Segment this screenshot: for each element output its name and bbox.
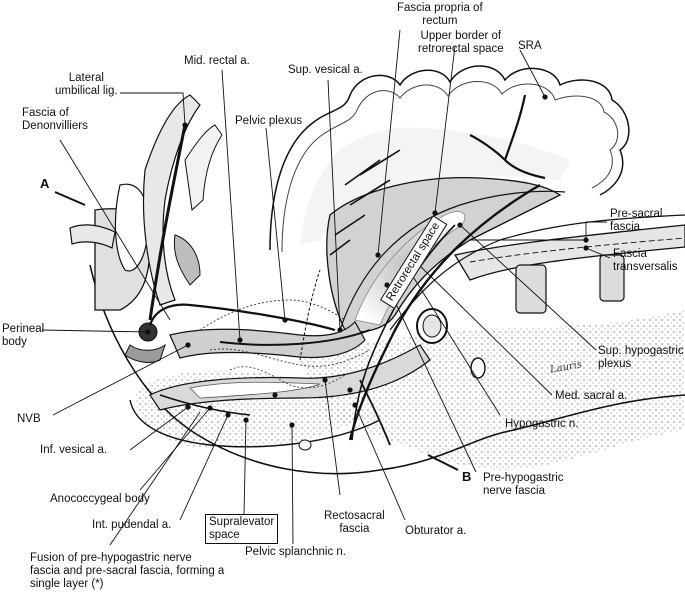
- coccyx-ring-inner: [422, 314, 442, 338]
- label-presacral-fascia: Pre-sacral fascia: [610, 208, 663, 233]
- sup-vesical-vessel: [148, 303, 336, 332]
- label-inf-vesical: Inf. vesical a.: [40, 444, 108, 456]
- label-supralevator-space: Supralevator space: [205, 514, 279, 544]
- label-rectosacral-fascia: Rectosacral fascia: [324, 510, 385, 535]
- label-fascia-denonvilliers: Fascia of Denonvilliers: [22, 107, 88, 132]
- label-perineal-body: Perineal body: [2, 323, 45, 348]
- lower-outline: [129, 399, 381, 448]
- nerve-network-1: [199, 299, 346, 331]
- label-nvb: NVB: [17, 413, 41, 425]
- label-hypogastric-n: Hypogastric n.: [505, 418, 579, 430]
- pelvic-outline: [89, 264, 685, 475]
- supralevator-fat: [189, 381, 321, 399]
- vertebra-1: [515, 264, 547, 314]
- obturator-vessel: [359, 379, 391, 446]
- label-pre-hypogastric-fascia: Pre-hypogastric nerve fascia: [483, 472, 564, 497]
- mid-rectal-vessel: [219, 329, 371, 346]
- marker-a-line: [54, 191, 86, 206]
- leader-lines: [41, 29, 611, 546]
- pubic-bone: [69, 224, 116, 249]
- label-marker-b: B: [462, 469, 472, 484]
- presacral-line: [469, 237, 685, 263]
- label-fascia-transversalis: Fascia transversalis: [613, 248, 678, 273]
- fascia-propria-line: [339, 190, 566, 331]
- marker-b-line: [427, 454, 459, 471]
- rectal-branches: [329, 149, 401, 256]
- label-fascia-propria: Fascia propria of rectum: [397, 2, 483, 27]
- nerve-network-2: [209, 348, 371, 367]
- umbilical-ligament: [148, 124, 187, 321]
- sra-branches: [469, 94, 546, 180]
- nerve-network-3: [229, 366, 346, 389]
- label-med-sacral: Med. sacral a.: [555, 390, 628, 402]
- label-fusion-note: Fusion of pre-hypogastric nerve fascia a…: [30, 552, 225, 590]
- label-marker-a: A: [40, 176, 50, 191]
- sciatic-ring: [470, 357, 486, 379]
- label-sra: SRA: [518, 40, 542, 52]
- abdominal-wall-outer: [142, 94, 201, 306]
- pudendal-vessel: [159, 394, 251, 416]
- label-mid-rectal: Mid. rectal a.: [184, 55, 250, 67]
- pelvic-splanchnic: [299, 269, 321, 361]
- internal-iliac: [351, 224, 456, 441]
- label-pelvic-splanchnic: Pelvic splanchnic n.: [245, 546, 346, 558]
- small-ring: [298, 439, 312, 451]
- label-lateral-umbilical: Lateral umbilical lig.: [55, 72, 118, 97]
- label-upper-border: Upper border of retrorectal space: [418, 30, 504, 55]
- label-sup-vesical: Sup. vesical a.: [288, 64, 363, 76]
- label-pelvic-plexus: Pelvic plexus: [235, 115, 303, 127]
- seminal-vesicle: [173, 234, 201, 286]
- vertebra-2: [599, 254, 625, 302]
- label-sup-hypogastric: Sup. hypogastric plexus: [598, 345, 684, 370]
- abdominal-wall-inner: [184, 124, 223, 212]
- sacral-stipple-region: [300, 310, 685, 470]
- sigmoid-colon-outer: [269, 65, 630, 251]
- label-int-pudendal: Int. pudendal a.: [92, 519, 172, 531]
- label-anococcygeal: Anococcygeal body: [50, 493, 150, 505]
- label-obturator: Obturator a.: [405, 525, 467, 537]
- sigmoid-colon-wall: [281, 81, 619, 253]
- sacrum-band: [453, 224, 685, 281]
